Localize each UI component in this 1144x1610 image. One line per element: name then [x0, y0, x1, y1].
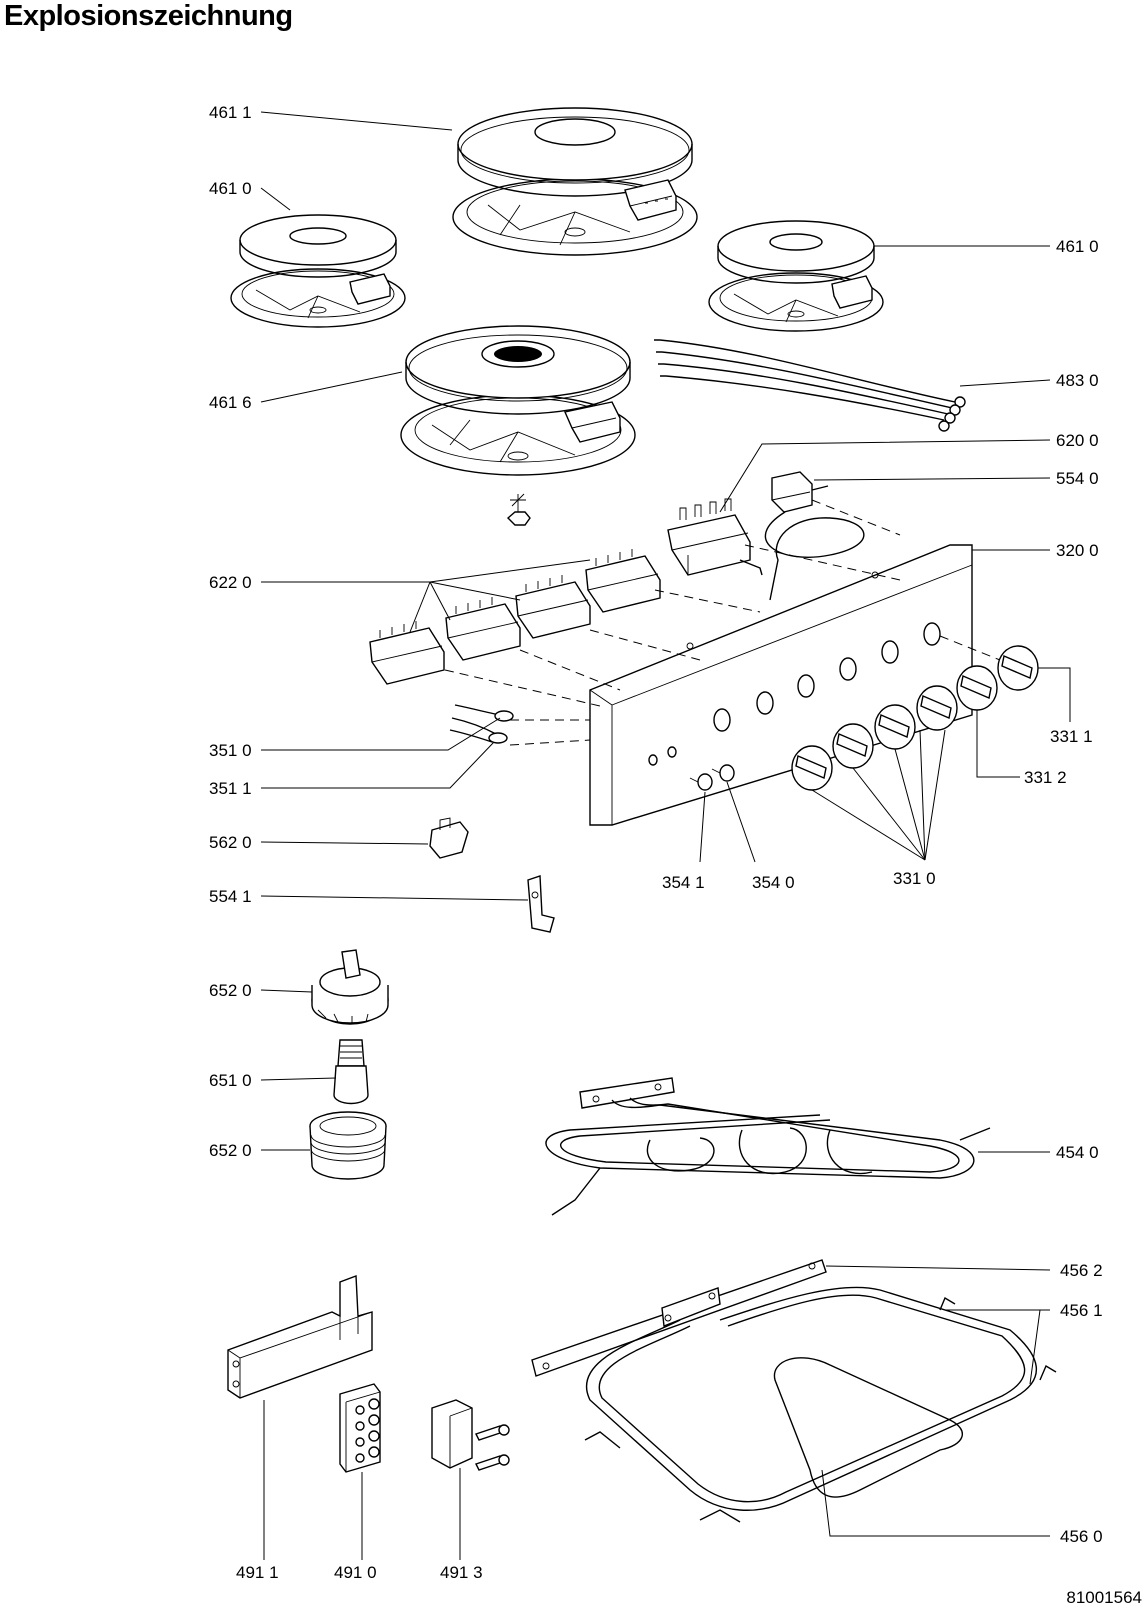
- bulb-651-0: [333, 1039, 369, 1105]
- callout-620-0: 620 0: [1056, 431, 1099, 450]
- lamp-cover-652-0-bottom: [309, 1111, 387, 1180]
- callout-351-1: 351 1: [209, 779, 252, 798]
- hotplate-461-0-right: [708, 220, 884, 332]
- bracket-554-1: [527, 875, 555, 933]
- callout-320-0: 320 0: [1056, 541, 1099, 560]
- knob-331-2: [956, 665, 998, 711]
- knob-331-0-a: [916, 685, 958, 731]
- callout-491-1: 491 1: [236, 1563, 279, 1582]
- grill-element-454-0: [545, 1077, 991, 1216]
- hotplate-461-0-left: [230, 214, 406, 328]
- callout-331-0: 331 0: [893, 869, 936, 888]
- terminal-block-491-0: [339, 1383, 381, 1473]
- callout-354-0: 354 0: [752, 873, 795, 892]
- callout-622-0: 622 0: [209, 573, 252, 592]
- indicator-lamp-354-1: [689, 773, 713, 791]
- callout-652-0-top: 652 0: [209, 981, 252, 1000]
- callout-461-1: 461 1: [209, 103, 252, 122]
- bracket-491-1: [227, 1275, 373, 1399]
- hotplate-461-6: [400, 325, 636, 526]
- indicator-lamp-354-0: [711, 764, 735, 782]
- callout-554-1: 554 1: [209, 887, 252, 906]
- document-number: 81001564: [1066, 1588, 1142, 1607]
- hotplate-461-1: [452, 107, 698, 256]
- selector-switch-620-0: [667, 498, 763, 576]
- callout-491-3: 491 3: [440, 1563, 483, 1582]
- knob-331-1: [997, 645, 1039, 691]
- assembly-lines: [444, 499, 1001, 746]
- callout-351-0: 351 0: [209, 741, 252, 760]
- support-bar-456-2: [531, 1259, 827, 1377]
- callout-562-0: 562 0: [209, 833, 252, 852]
- knob-331-0-d: [791, 745, 833, 791]
- callout-331-1: 331 1: [1050, 727, 1093, 746]
- thermostat-554-0: [764, 471, 865, 601]
- callout-456-1: 456 1: [1060, 1301, 1103, 1320]
- callout-651-0: 651 0: [209, 1071, 252, 1090]
- callout-483-0: 483 0: [1056, 371, 1099, 390]
- callout-461-6: 461 6: [209, 393, 252, 412]
- switch-622-0-d: [369, 621, 445, 685]
- callout-354-1: 354 1: [662, 873, 705, 892]
- switch-622-0-a: [585, 549, 661, 613]
- clamp-491-3: [431, 1399, 510, 1471]
- callout-652-0-bottom: 652 0: [209, 1141, 252, 1160]
- callout-labels: 461 1 461 0 461 0 461 6 483 0 620 0 554 …: [209, 103, 1103, 1582]
- clip-562-0: [429, 817, 469, 859]
- lamp-holder-652-0-top: [311, 949, 389, 1025]
- control-panel-320-0: [589, 544, 973, 826]
- callout-491-0: 491 0: [334, 1563, 377, 1582]
- callout-461-0-left: 461 0: [209, 179, 252, 198]
- callout-554-0: 554 0: [1056, 469, 1099, 488]
- switch-622-0-c: [445, 597, 521, 661]
- knob-331-0-c: [832, 723, 874, 769]
- callout-456-2: 456 2: [1060, 1261, 1103, 1280]
- leader-lines: [260, 111, 1071, 1560]
- wire-harness-483-0: [654, 339, 966, 432]
- callout-461-0-right: 461 0: [1056, 237, 1099, 256]
- heating-element-456-0: [584, 1286, 1057, 1523]
- callout-454-0: 454 0: [1056, 1143, 1099, 1162]
- page-title: Explosionszeichnung: [4, 0, 293, 32]
- callout-331-2: 331 2: [1024, 768, 1067, 787]
- switch-622-0-b: [515, 575, 591, 639]
- connector-351: [449, 704, 514, 744]
- callout-456-0: 456 0: [1060, 1527, 1103, 1546]
- knob-331-0-b: [874, 704, 916, 750]
